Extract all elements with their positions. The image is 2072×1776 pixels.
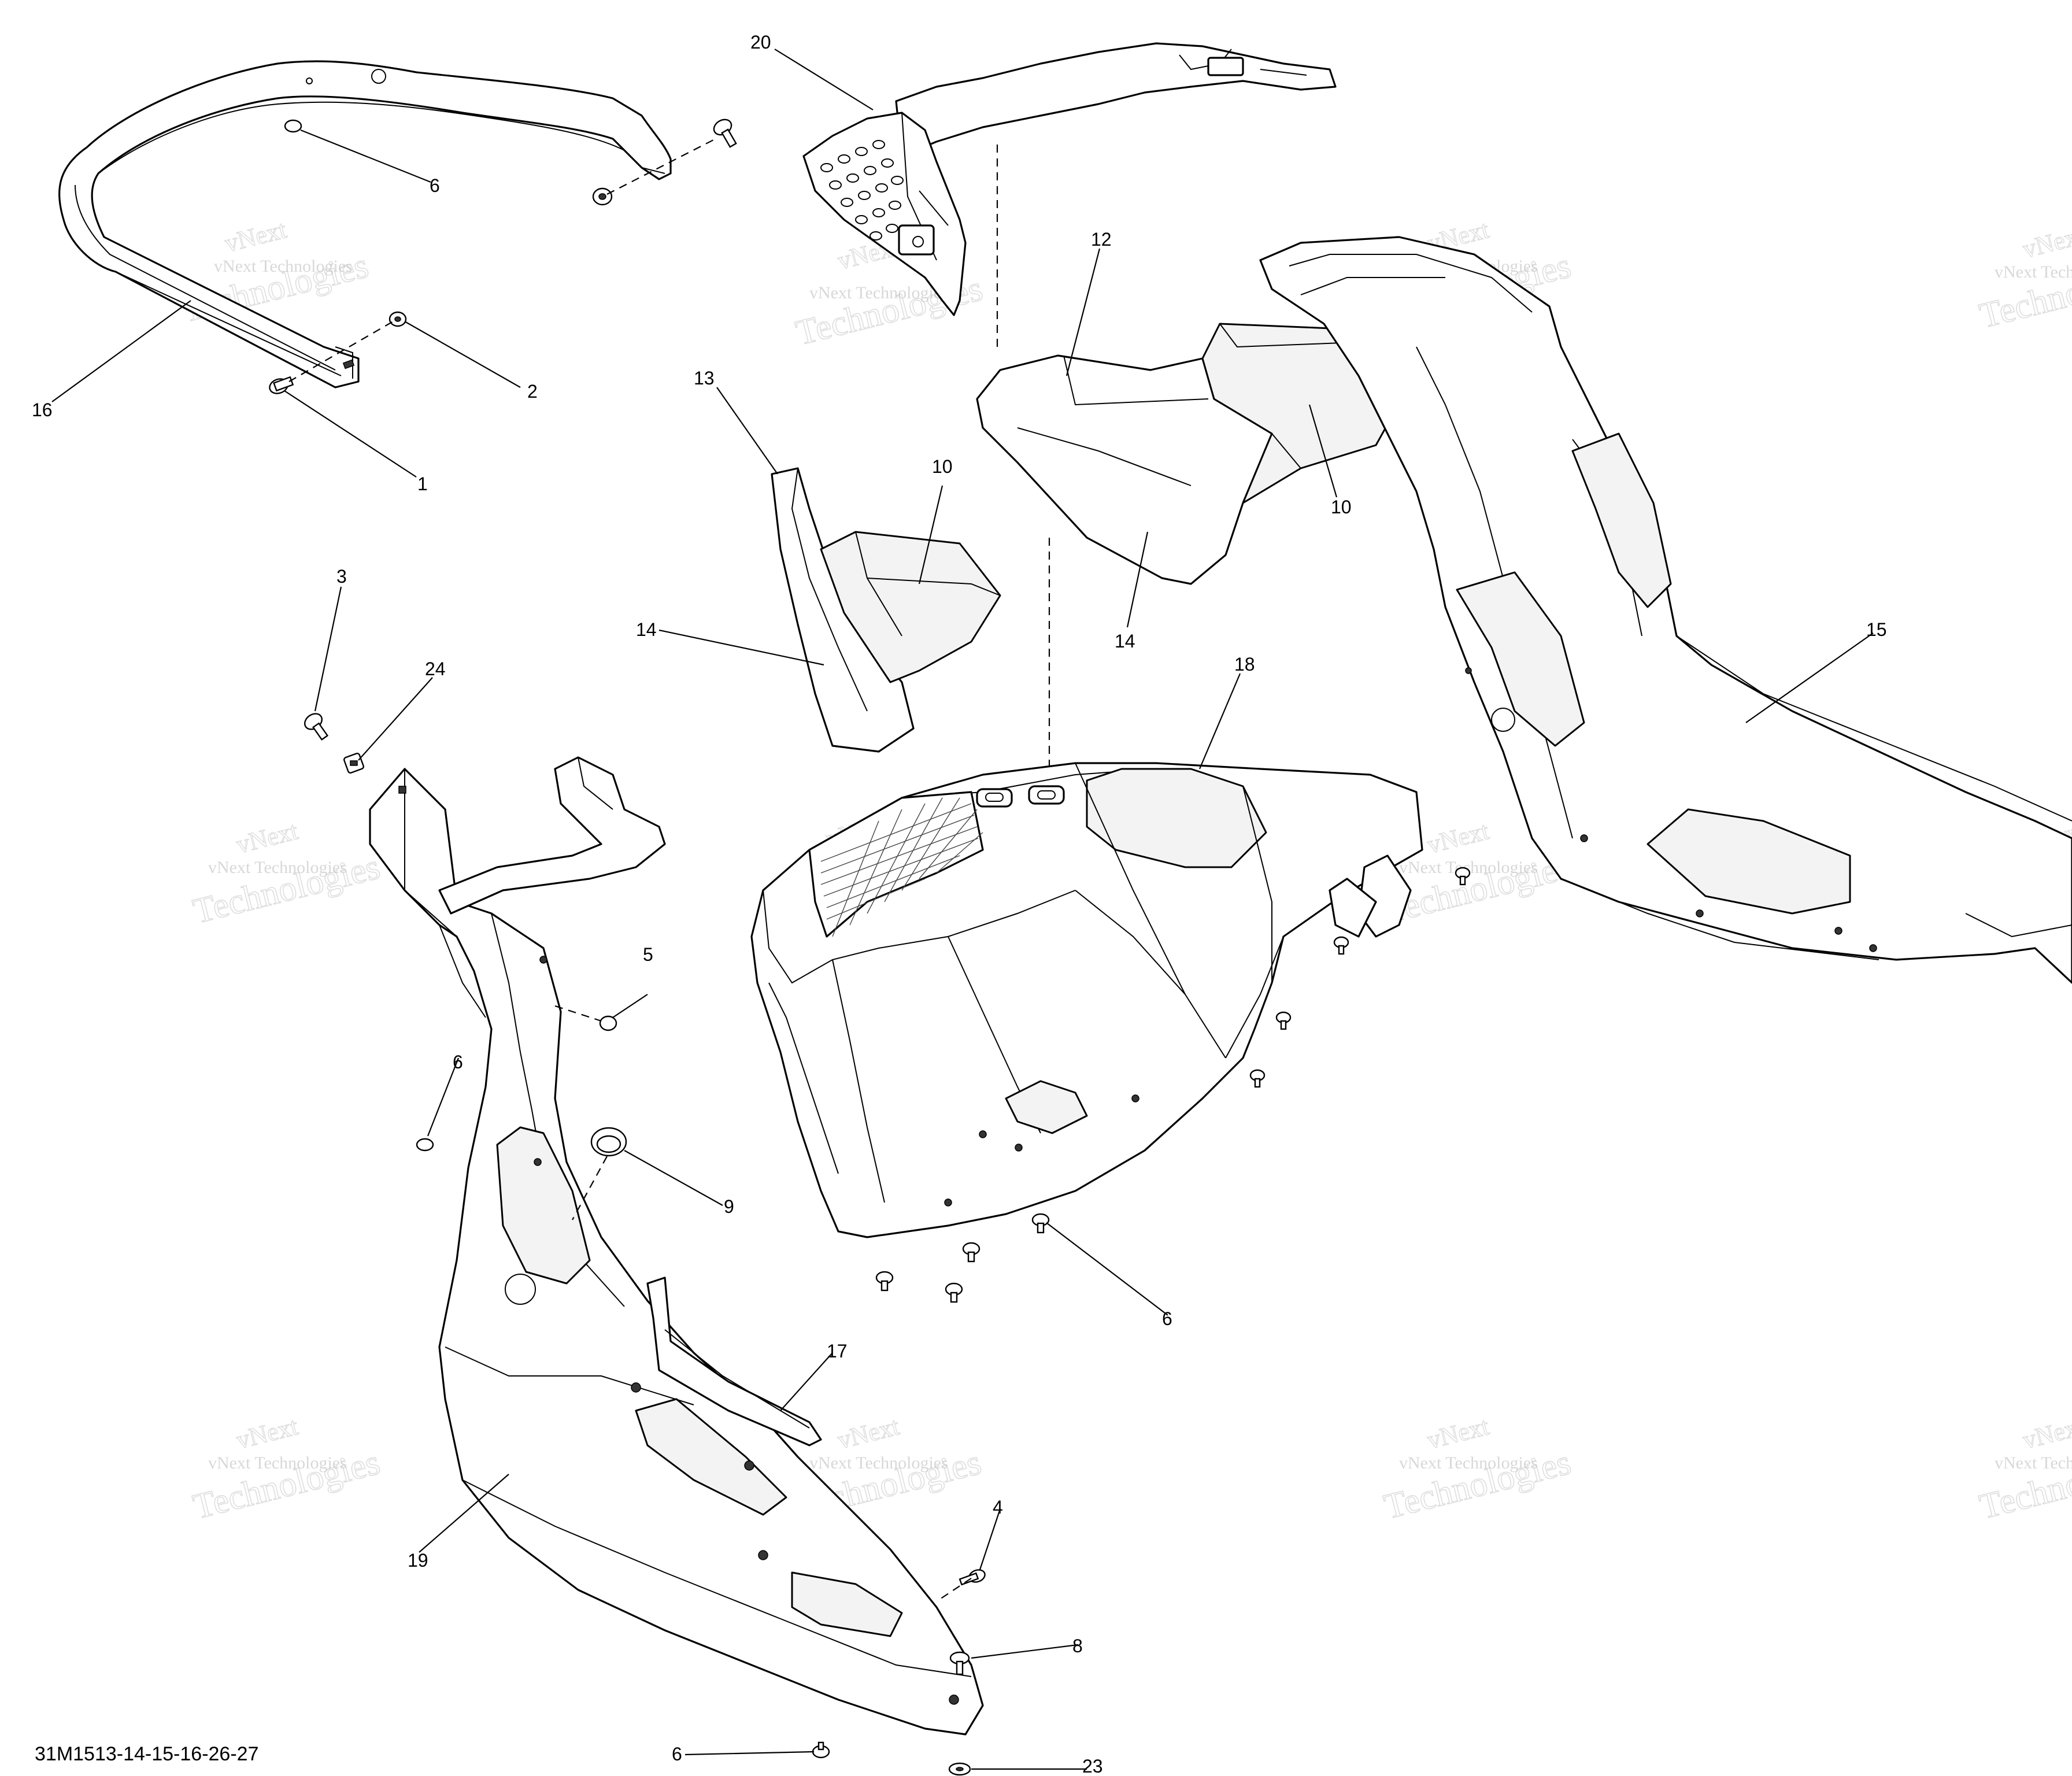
svg-text:vNext Technologies: vNext Technologies [1995, 262, 2072, 282]
callout-6-bottom: 6 [672, 1744, 682, 1764]
svg-text:vNext: vNext [234, 1412, 301, 1455]
callout-6-left: 6 [453, 1052, 463, 1072]
svg-text:vNext Technologies: vNext Technologies [208, 858, 347, 877]
callout-9: 9 [724, 1196, 734, 1217]
part-15-side-panel-right [1259, 236, 2072, 984]
svg-text:vNext: vNext [2020, 221, 2072, 264]
callout-20: 20 [750, 32, 771, 53]
callout-5: 5 [643, 944, 653, 965]
push-rivet-center-7 [875, 1271, 894, 1292]
svg-text:vNext Technologies: vNext Technologies [208, 1453, 347, 1472]
watermark-9: vNext vNext Technologies Technologies [189, 1412, 384, 1527]
callout-12: 12 [1091, 229, 1112, 250]
hardware-group-top-left [269, 119, 737, 394]
callout-1: 1 [417, 473, 428, 494]
part-18-lower-console [750, 762, 1423, 1238]
svg-text:vNext: vNext [1424, 816, 1492, 859]
part-12-knee-pad-right [976, 323, 1406, 585]
callout-24: 24 [425, 658, 446, 679]
part-13-knee-pad-left [771, 467, 1001, 753]
watermark-4: vNext vNext Technologies Technologies [1975, 221, 2072, 336]
nut-5 [599, 1015, 617, 1031]
callout-23: 23 [1082, 1756, 1103, 1776]
watermark-5: vNext vNext Technologies Technologies [189, 816, 384, 932]
nut-2 [388, 311, 407, 327]
bolt-top-right [713, 119, 737, 148]
push-rivet-center-3 [1275, 1011, 1292, 1030]
push-rivet-center-6 [962, 1242, 980, 1263]
push-rivet-6-top [284, 119, 302, 133]
washer-23 [948, 1762, 971, 1776]
svg-text:vNext: vNext [835, 1412, 902, 1455]
push-rivet-6-bottom [812, 1741, 830, 1759]
callout-8: 8 [1072, 1636, 1083, 1656]
screw-3 [304, 713, 329, 741]
washer-8 [949, 1651, 970, 1675]
callout-6-center: 6 [1162, 1308, 1172, 1329]
push-rivet-center-8 [945, 1282, 963, 1303]
svg-text:vNext: vNext [222, 215, 289, 258]
callout-10-right: 10 [1331, 497, 1352, 517]
svg-text:vNext Technologies: vNext Technologies [1399, 1453, 1538, 1472]
clip-24 [343, 752, 365, 774]
callout-14-left: 14 [636, 619, 657, 640]
push-rivet-center-1 [1333, 936, 1349, 955]
push-rivet-center-5 [1031, 1213, 1050, 1234]
callout-14-right: 14 [1115, 631, 1135, 652]
leader-lines [51, 49, 1874, 1770]
watermark-11: vNext vNext Technologies Technologies [1380, 1412, 1575, 1527]
svg-text:vNext: vNext [2020, 1412, 2072, 1455]
hardware-group-left [304, 713, 986, 1776]
callout-17: 17 [827, 1341, 848, 1361]
console-grille [808, 791, 984, 938]
drawing-code: 31M1513-14-15-16-26-27 [35, 1743, 258, 1765]
svg-text:vNext: vNext [1424, 1412, 1492, 1455]
callout-2: 2 [527, 381, 538, 402]
callout-13: 13 [694, 368, 715, 388]
callout-16: 16 [32, 399, 53, 420]
grommet-9 [590, 1127, 627, 1157]
callout-3: 3 [336, 566, 347, 587]
bolt-4 [959, 1569, 986, 1586]
push-rivet-6-left [416, 1138, 434, 1152]
svg-text:vNext: vNext [234, 816, 301, 859]
callout-labels: 20 6 16 2 1 12 13 10 10 14 14 3 24 18 15… [32, 32, 1887, 1776]
callout-19: 19 [408, 1550, 428, 1571]
watermark-12: vNext vNext Technologies Technologies [1975, 1412, 2072, 1527]
callout-15: 15 [1866, 619, 1887, 640]
callout-6-top: 6 [430, 175, 440, 196]
svg-text:vNext Technologies: vNext Technologies [809, 283, 948, 302]
callout-10-left: 10 [932, 456, 953, 477]
svg-text:vNext Technologies: vNext Technologies [809, 1453, 948, 1472]
svg-text:vNext Technologies: vNext Technologies [1995, 1453, 2072, 1472]
hardware-group-center [875, 867, 1471, 1303]
shield-perforations [820, 140, 904, 240]
nut-top-right [592, 187, 613, 206]
push-rivet-center-4 [1249, 1069, 1266, 1088]
bolt-1 [269, 376, 294, 394]
part-16-grab-handle [58, 60, 672, 388]
part-19-side-panel-left [369, 756, 984, 1736]
callout-18: 18 [1234, 654, 1255, 675]
push-rivet-center-2 [1455, 867, 1471, 886]
part-20-heat-shield [802, 42, 1337, 316]
callout-4: 4 [993, 1497, 1003, 1518]
svg-text:vNext Technologies: vNext Technologies [214, 257, 353, 276]
